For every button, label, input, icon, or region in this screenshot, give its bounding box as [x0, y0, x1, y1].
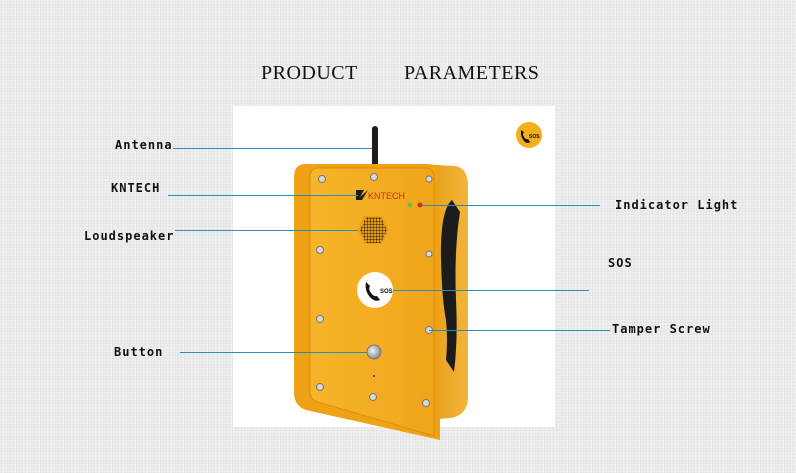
- label-sos: SOS: [608, 256, 633, 270]
- tamper-callout-line: [429, 330, 610, 331]
- screw-icons: [316, 173, 433, 407]
- svg-text:KNTECH: KNTECH: [368, 191, 405, 201]
- loudspeaker-callout-line: [175, 230, 358, 231]
- antenna-callout-line: [173, 148, 372, 149]
- kntech-callout-line: [168, 195, 358, 196]
- label-antenna: Antenna: [115, 138, 173, 152]
- sos-button-graphic: [357, 272, 393, 308]
- speaker-holes: [360, 217, 387, 243]
- indicator-callout-line: [422, 205, 600, 206]
- antenna-icon: [372, 126, 378, 168]
- handset-icon: [440, 200, 460, 372]
- title-parameters: PARAMETERS: [404, 62, 540, 84]
- label-indicator-light: Indicator Light: [615, 198, 739, 212]
- push-button-icon: [366, 344, 382, 360]
- kntech-logo-icon: [356, 190, 368, 200]
- label-button: Button: [114, 345, 164, 359]
- sos-badge-icon: [516, 122, 542, 148]
- title-product: PRODUCT: [261, 62, 358, 84]
- label-kntech: KNTECH: [111, 181, 161, 195]
- green-light-icon: [407, 202, 413, 208]
- svg-text:SOS: SOS: [380, 289, 393, 295]
- label-loudspeaker: Loudspeaker: [84, 229, 175, 243]
- button-callout-line: [180, 352, 367, 353]
- svg-text:SOS: SOS: [529, 134, 540, 140]
- red-light-icon: [417, 202, 423, 208]
- label-tamper-screw: Tamper Screw: [612, 322, 711, 336]
- sos-callout-line: [393, 290, 589, 291]
